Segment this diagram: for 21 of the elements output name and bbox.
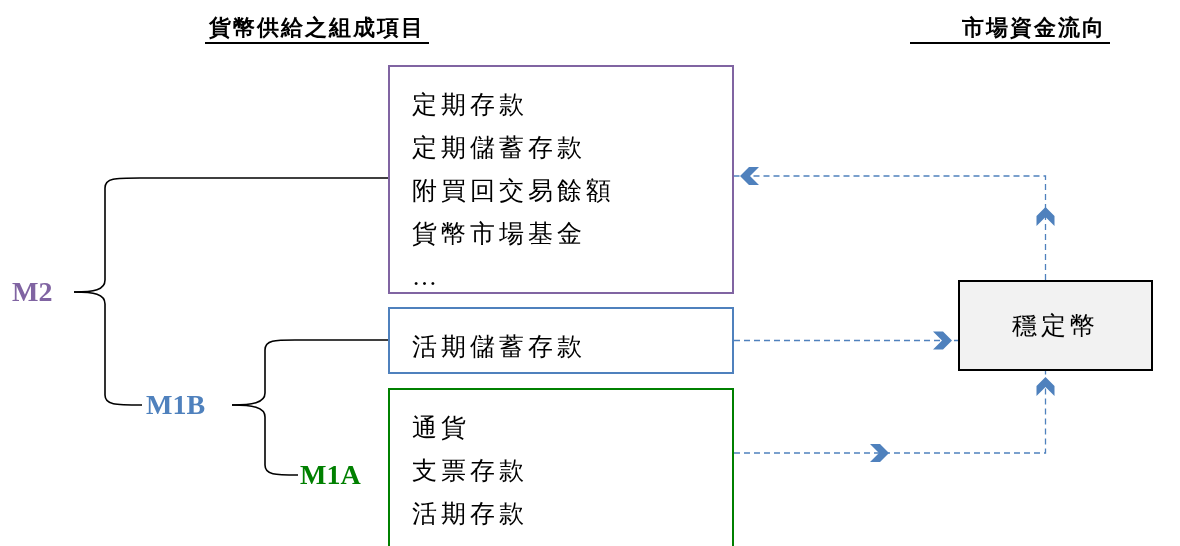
item-text: 穩定幣 [1012,311,1099,341]
component-box [388,307,734,374]
section-heading: 貨幣供給之組成項目 [205,14,429,44]
component-box [388,65,734,294]
component-box [388,388,734,546]
item-text: 活期儲蓄存款 [412,332,586,362]
stablecoin-box [958,280,1153,371]
item-text: 附買回交易餘額 [412,176,615,206]
item-text: 貨幣市場基金 [412,219,586,249]
item-text: 定期儲蓄存款 [412,133,586,163]
item-text: … [412,262,441,292]
item-text: 活期存款 [412,499,528,529]
item-text: 定期存款 [412,90,528,120]
aggregate-label: M2 [12,276,53,308]
item-text: 通貨 [412,413,470,443]
brace-connector [231,404,299,476]
brace-connector [73,291,143,406]
item-text: 支票存款 [412,456,528,486]
aggregate-label: M1A [300,459,361,491]
aggregate-label: M1B [146,389,206,421]
section-heading: 市場資金流向 [910,14,1110,44]
